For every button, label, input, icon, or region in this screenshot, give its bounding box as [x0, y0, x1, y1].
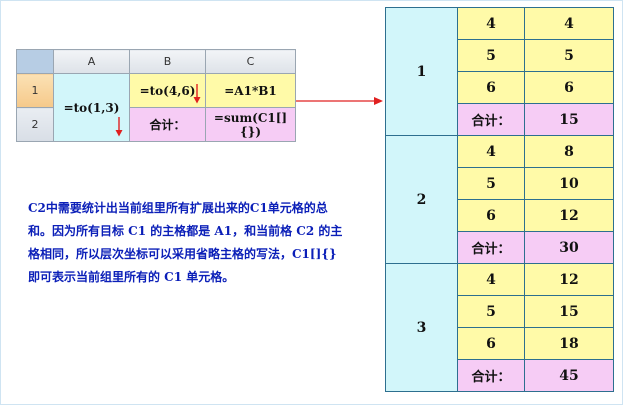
- result-c-value[interactable]: 18: [524, 327, 614, 360]
- cell-a1-formula: =to(1,3): [63, 100, 120, 115]
- result-c-value[interactable]: 12: [524, 263, 614, 296]
- result-b-value[interactable]: 4: [457, 263, 525, 296]
- explanation-note: C2中需要统计出当前组里所有扩展出来的C1单元格的总和。因为所有目标 C1 的主…: [28, 201, 343, 284]
- cell-c1[interactable]: =A1*B1: [205, 73, 296, 108]
- cell-b1[interactable]: =to(4,6): [129, 73, 206, 108]
- designer-grid: A B C 1 =to(1,3) =to(4,6) =A1*B1: [16, 49, 296, 142]
- row-header-1[interactable]: 1: [16, 73, 54, 108]
- result-b-value[interactable]: 6: [457, 71, 525, 104]
- result-c-value[interactable]: 4: [524, 7, 614, 40]
- cell-a1[interactable]: =to(1,3): [53, 73, 130, 142]
- row-header-2[interactable]: 2: [16, 107, 54, 142]
- result-total-label[interactable]: 合计：: [457, 103, 525, 136]
- down-arrow-icon: [115, 117, 123, 137]
- result-c-value[interactable]: 10: [524, 167, 614, 200]
- cell-c2[interactable]: =sum(C1[]{}): [205, 107, 296, 142]
- column-header-c[interactable]: C: [205, 49, 296, 74]
- result-total-value[interactable]: 15: [524, 103, 614, 136]
- result-group-label[interactable]: 1: [385, 7, 458, 136]
- column-header-b[interactable]: B: [129, 49, 206, 74]
- result-total-row: 合计：15: [386, 103, 614, 136]
- result-b-value[interactable]: 5: [457, 39, 525, 72]
- result-b-value[interactable]: 4: [457, 135, 525, 168]
- result-total-row: 合计：45: [386, 359, 614, 392]
- result-b-value[interactable]: 6: [457, 327, 525, 360]
- result-b-value[interactable]: 5: [457, 295, 525, 328]
- result-c-value[interactable]: 8: [524, 135, 614, 168]
- cell-b2[interactable]: 合计：: [129, 107, 206, 142]
- down-arrow-icon: [193, 84, 201, 104]
- result-c-value[interactable]: 15: [524, 295, 614, 328]
- result-b-value[interactable]: 5: [457, 167, 525, 200]
- result-c-value[interactable]: 6: [524, 71, 614, 104]
- grid-corner[interactable]: [16, 49, 54, 74]
- result-c-value[interactable]: 5: [524, 39, 614, 72]
- result-c-value[interactable]: 12: [524, 199, 614, 232]
- result-total-label[interactable]: 合计：: [457, 231, 525, 264]
- result-group-label[interactable]: 2: [385, 135, 458, 264]
- result-group-label[interactable]: 3: [385, 263, 458, 392]
- result-b-value[interactable]: 4: [457, 7, 525, 40]
- result-b-value[interactable]: 6: [457, 199, 525, 232]
- result-total-value[interactable]: 30: [524, 231, 614, 264]
- cell-b1-formula: =to(4,6): [139, 83, 196, 98]
- result-total-label[interactable]: 合计：: [457, 359, 525, 392]
- result-total-value[interactable]: 45: [524, 359, 614, 392]
- result-total-row: 合计：30: [386, 231, 614, 264]
